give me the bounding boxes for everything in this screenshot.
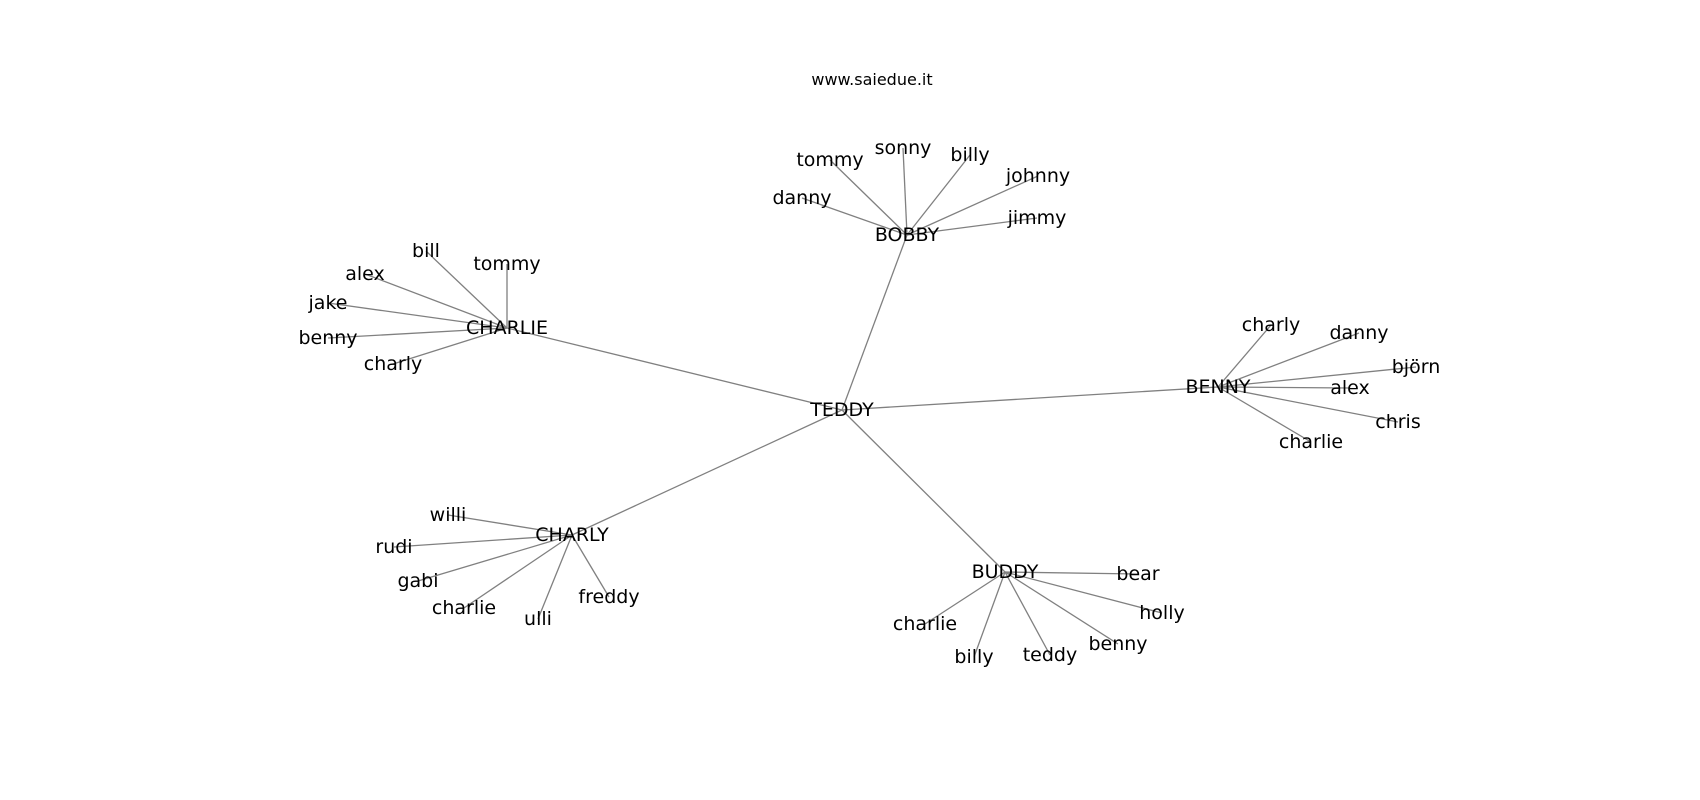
edge-charlie-to-benny	[327, 327, 508, 339]
node-leaf-charly-ulli: ulli	[524, 608, 552, 630]
node-leaf-bobby-johnny: johnny	[1005, 165, 1070, 187]
node-leaf-charlie-jake: jake	[308, 292, 348, 314]
node-leaf-benny-alex: alex	[1330, 377, 1370, 399]
node-leaf-benny-bj-rn: björn	[1392, 356, 1440, 378]
node-leaf-bobby-danny: danny	[772, 187, 831, 209]
edge-root-to-charly	[571, 409, 843, 536]
node-leaf-charlie-bill: bill	[412, 240, 440, 262]
edge-bobby-to-billy	[906, 154, 971, 236]
edge-buddy-to-holly	[1004, 571, 1163, 614]
node-leaf-buddy-benny: benny	[1088, 633, 1147, 655]
node-leaf-buddy-billy: billy	[954, 646, 993, 668]
edge-buddy-to-benny	[1004, 571, 1119, 645]
node-leaf-bobby-billy: billy	[950, 144, 989, 166]
edge-bobby-to-tommy	[829, 159, 908, 236]
node-leaf-buddy-holly: holly	[1139, 602, 1184, 624]
node-leaf-charlie-charly: charly	[364, 353, 422, 375]
node-leaf-charlie-benny: benny	[298, 327, 357, 349]
node-leaf-buddy-teddy: teddy	[1023, 644, 1078, 666]
node-leaf-charly-charlie: charlie	[432, 597, 496, 619]
edge-charlie-to-jake	[327, 302, 508, 329]
node-hub-bobby: BOBBY	[875, 224, 940, 246]
edge-charlie-to-bill	[425, 250, 508, 329]
node-leaf-bobby-tommy: tommy	[796, 149, 863, 171]
node-leaf-charly-gabi: gabi	[397, 570, 438, 592]
edge-root-to-buddy	[841, 409, 1006, 573]
node-leaf-charly-freddy: freddy	[578, 586, 639, 608]
edge-root-to-bobby	[841, 234, 908, 411]
edge-benny-to-charlie	[1217, 386, 1312, 443]
node-root-teddy: TEDDY	[809, 399, 874, 421]
edge-bobby-to-sonny	[902, 147, 908, 236]
edge-root-to-benny	[841, 386, 1219, 411]
node-leaf-charly-rudi: rudi	[375, 536, 412, 558]
node-leaf-charlie-alex: alex	[345, 263, 385, 285]
edge-charly-to-charlie	[463, 534, 573, 609]
edge-benny-to-chris	[1217, 386, 1399, 423]
edge-bobby-to-jimmy	[906, 217, 1038, 236]
node-hub-benny: BENNY	[1185, 376, 1250, 398]
edge-charlie-to-charly	[392, 327, 508, 365]
node-label-layer: TEDDY BOBBY tommy sonny billy johnny danny jimm…	[298, 137, 1440, 668]
edge-charly-to-gabi	[417, 534, 573, 582]
edge-charly-to-willi	[447, 514, 573, 536]
node-leaf-benny-charly: charly	[1242, 314, 1300, 336]
edge-charly-to-freddy	[571, 534, 610, 598]
node-hub-charly: CHARLY	[535, 524, 609, 546]
edge-charlie-to-alex	[364, 273, 508, 329]
node-leaf-benny-danny: danny	[1329, 322, 1388, 344]
node-leaf-buddy-charlie: charlie	[893, 613, 957, 635]
edge-layer	[327, 147, 1417, 658]
edge-benny-to-danny	[1217, 332, 1360, 388]
node-leaf-bobby-sonny: sonny	[875, 137, 932, 159]
edge-charly-to-rudi	[393, 534, 573, 548]
node-hub-buddy: BUDDY	[972, 561, 1039, 583]
node-leaf-benny-charlie: charlie	[1279, 431, 1343, 453]
edge-bobby-to-johnny	[906, 175, 1039, 236]
node-leaf-charlie-tommy: tommy	[473, 253, 540, 275]
edge-root-to-charlie	[506, 327, 843, 411]
edge-buddy-to-billy	[973, 571, 1006, 658]
node-hub-charlie: CHARLIE	[466, 317, 548, 339]
edge-benny-to-bj-rn	[1217, 366, 1417, 388]
node-leaf-buddy-bear: bear	[1116, 563, 1159, 585]
node-leaf-benny-chris: chris	[1375, 411, 1420, 433]
edge-benny-to-charly	[1217, 324, 1272, 388]
watermark: www.saiedue.it	[811, 70, 933, 89]
node-leaf-bobby-jimmy: jimmy	[1007, 207, 1067, 229]
edge-buddy-to-teddy	[1004, 571, 1051, 656]
edge-buddy-to-charlie	[924, 571, 1006, 625]
edge-bobby-to-danny	[801, 197, 908, 236]
edge-charly-to-ulli	[537, 534, 573, 620]
edge-benny-to-alex	[1217, 386, 1351, 389]
edge-buddy-to-bear	[1004, 571, 1139, 575]
node-leaf-charly-willi: willi	[430, 504, 467, 526]
